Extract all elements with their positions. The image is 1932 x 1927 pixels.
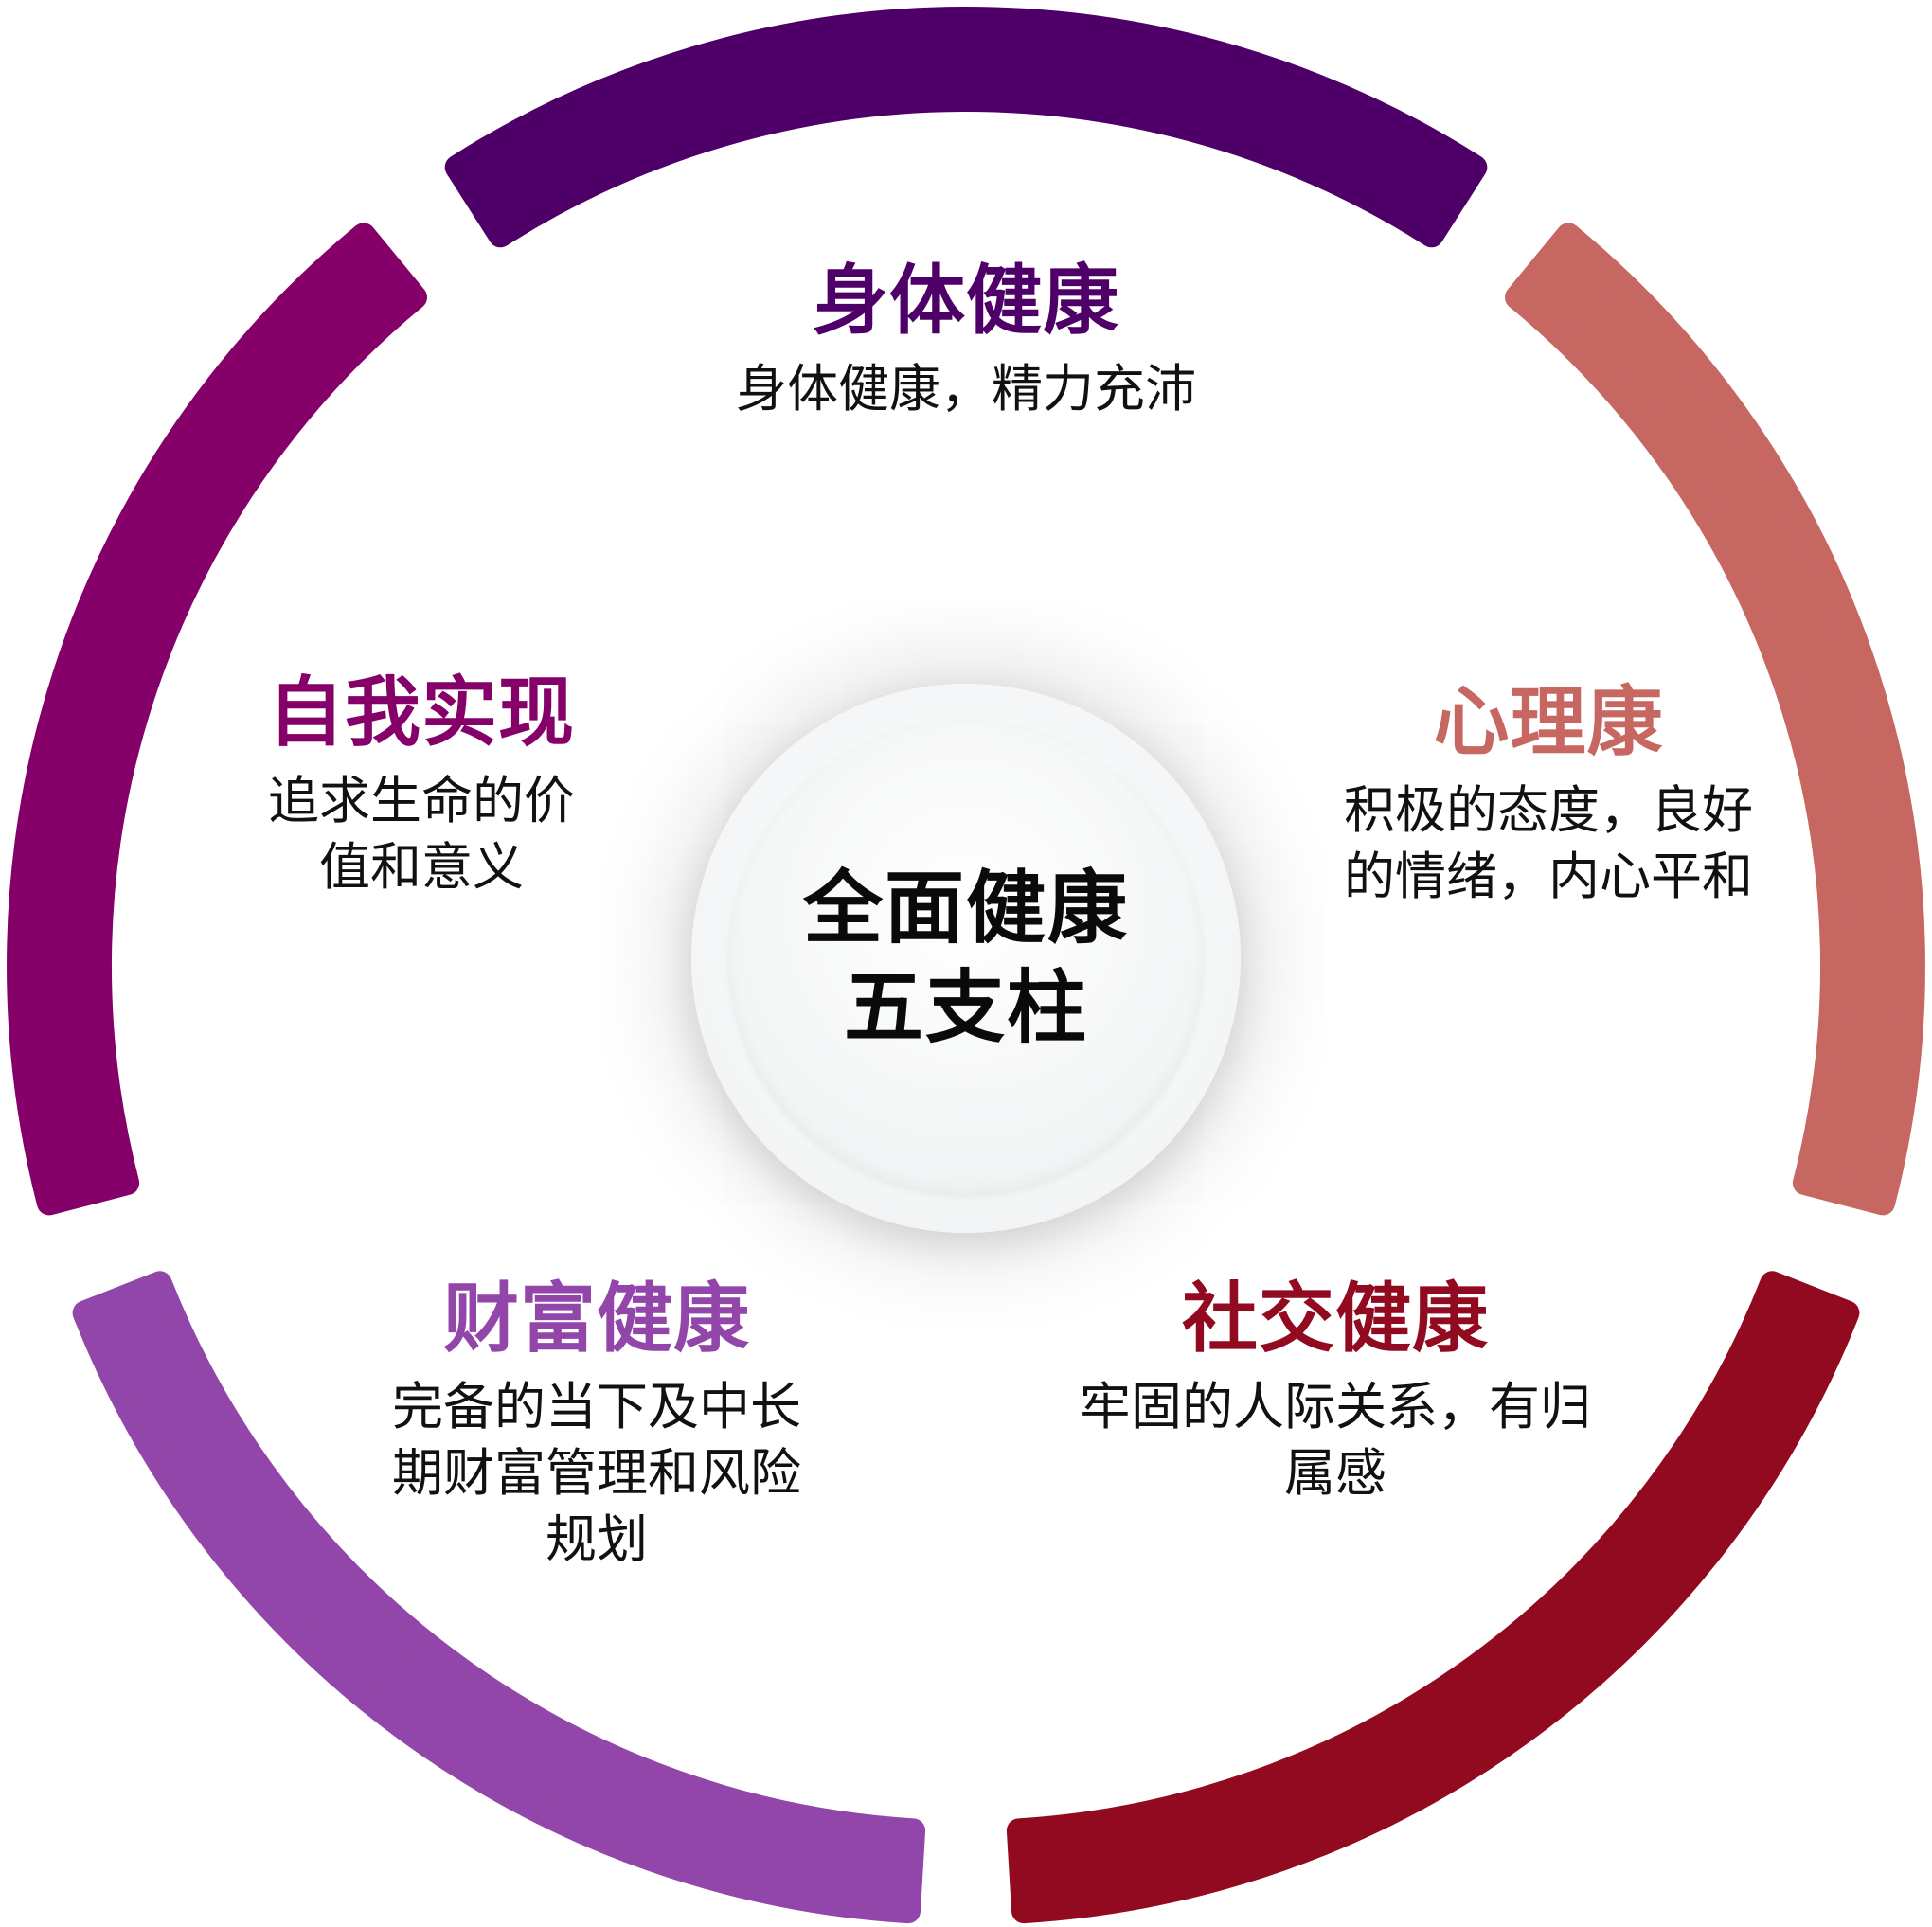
pillar-social: 社交健康 牢固的人际关系，有归 属感 <box>1042 1274 1629 1507</box>
pillar-mental-desc-line: 的情绪，内心平和 <box>1344 847 1753 907</box>
arc-physical <box>444 6 1488 248</box>
pillar-arcs <box>7 6 1925 1924</box>
center-hub-inner: 全面健康 五支柱 <box>729 722 1203 1195</box>
pillar-social-desc-line: 属感 <box>1284 1443 1386 1504</box>
pillar-social-desc-line: 牢固的人际关系，有归 <box>1080 1377 1591 1436</box>
pillar-self-description: 追求生命的价 值和意义 <box>237 768 606 901</box>
arc-wealth <box>72 1271 926 1924</box>
pillar-mental-desc-line: 积极的态度，良好 <box>1344 780 1753 840</box>
pillar-self-title: 自我实现 <box>268 669 575 757</box>
pillar-mental: 心理康 积极的态度，良好 的情绪，内心平和 <box>1297 677 1799 910</box>
center-title-line-2: 五支柱 <box>843 961 1088 1054</box>
pillar-social-description: 牢固的人际关系，有归 属感 <box>1042 1374 1629 1507</box>
pillar-wealth-desc-line: 完备的当下及中长 <box>392 1377 801 1436</box>
pillar-social-title: 社交健康 <box>1182 1275 1489 1363</box>
pillar-mental-title: 心理康 <box>1433 678 1664 766</box>
pillar-wealth-desc-line: 期财富管理和风险 <box>392 1443 801 1504</box>
pillar-physical-desc-line: 身体健康，精力充沛 <box>736 359 1196 419</box>
pillar-wealth-desc-line: 规划 <box>546 1509 648 1570</box>
arc-mental <box>1505 223 1925 1216</box>
pillar-self-actualization: 自我实现 追求生命的价 值和意义 <box>237 668 606 901</box>
pillar-mental-description: 积极的态度，良好 的情绪，内心平和 <box>1297 777 1799 910</box>
arc-self <box>7 223 427 1216</box>
pillar-wealth: 财富健康 完备的当下及中长 期财富管理和风险 规划 <box>369 1274 824 1574</box>
pillar-self-desc-line: 追求生命的价 <box>268 771 575 830</box>
pillar-wealth-title: 财富健康 <box>443 1275 750 1363</box>
arc-social <box>1006 1271 1860 1924</box>
pillar-physical: 身体健康 身体健康，精力充沛 <box>587 256 1345 422</box>
pillar-wealth-description: 完备的当下及中长 期财富管理和风险 规划 <box>369 1374 824 1574</box>
center-hub: 全面健康 五支柱 <box>691 684 1241 1233</box>
pillar-physical-description: 身体健康，精力充沛 <box>587 356 1345 422</box>
center-title-line-1: 全面健康 <box>802 862 1129 955</box>
pillar-self-desc-line: 值和意义 <box>319 837 524 898</box>
pillar-physical-title: 身体健康 <box>813 257 1119 345</box>
